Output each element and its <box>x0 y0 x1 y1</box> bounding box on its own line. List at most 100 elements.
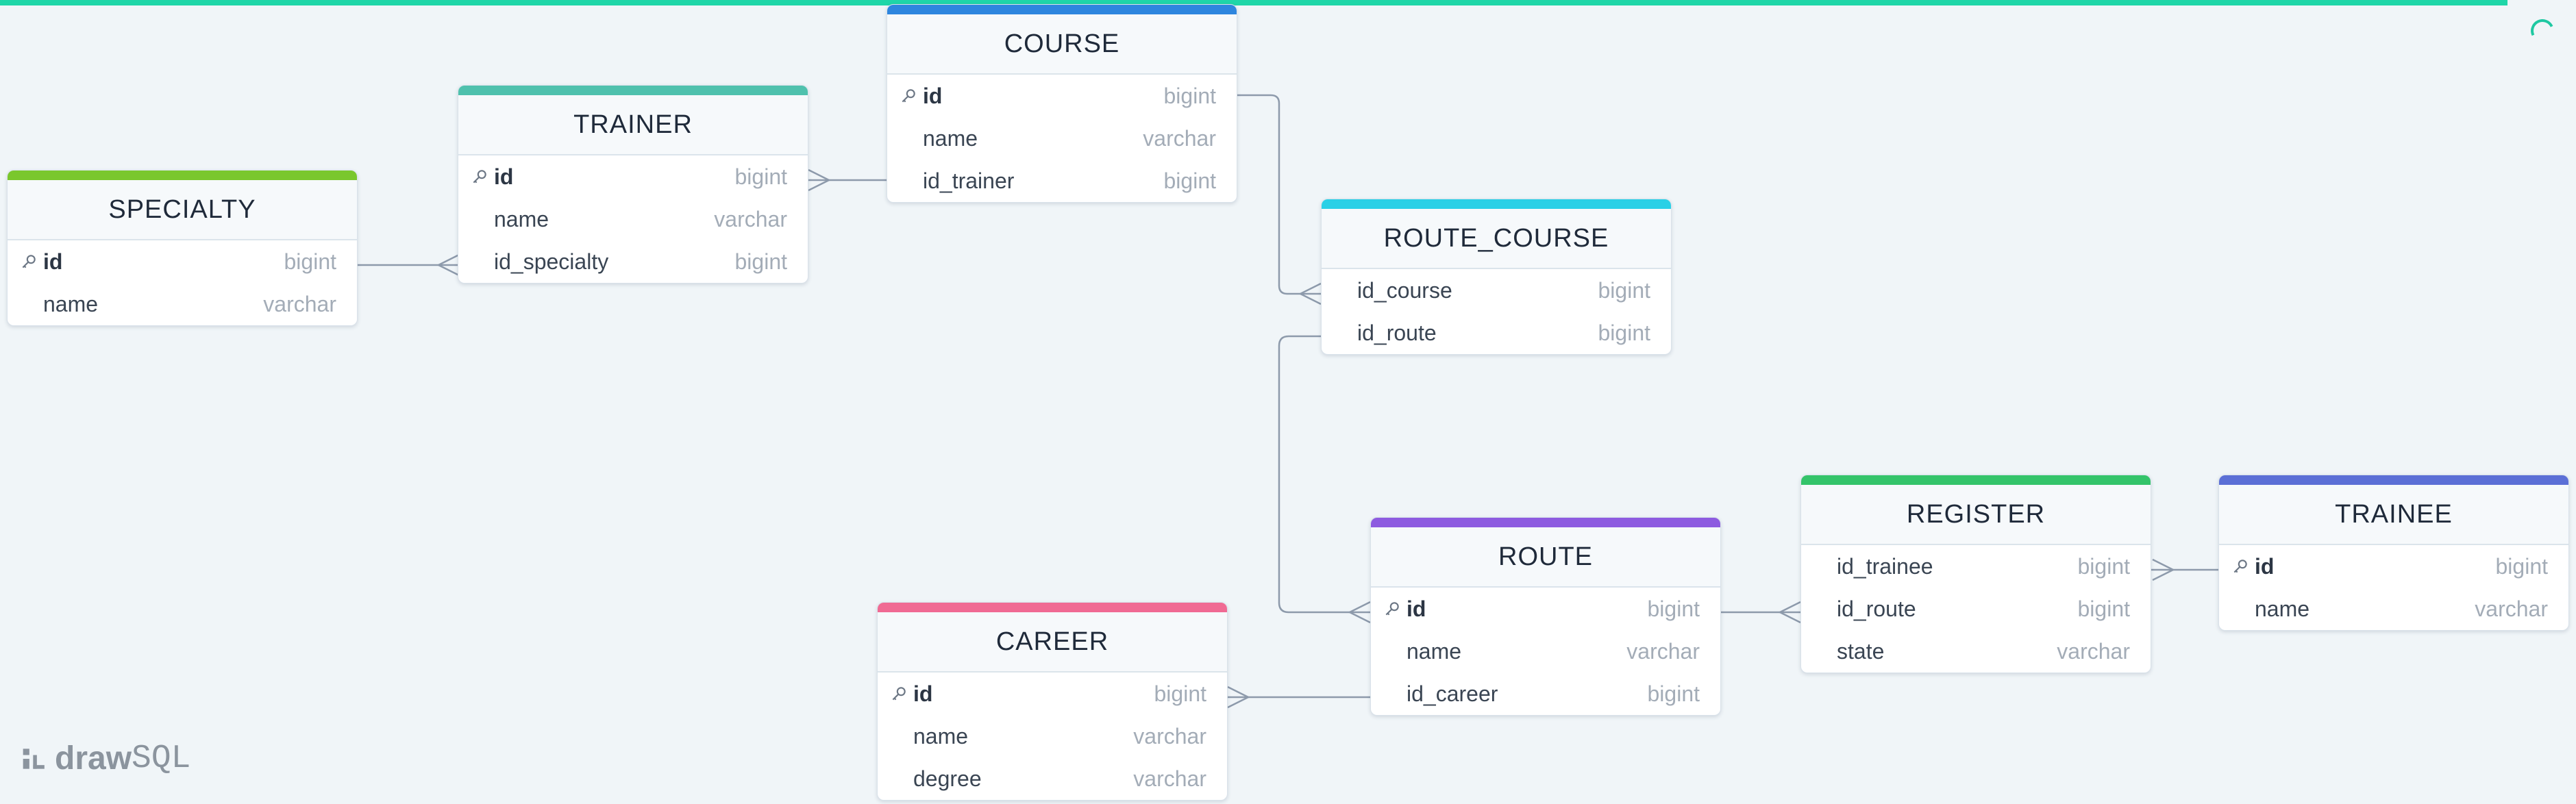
column-type: bigint <box>1647 681 1700 706</box>
column-row[interactable]: id bigint <box>2219 545 2568 588</box>
column-row[interactable]: id bigint <box>1371 588 1720 630</box>
column-row[interactable]: name varchar <box>2219 588 2568 630</box>
column-row[interactable]: name varchar <box>887 117 1237 160</box>
column-type: bigint <box>1598 320 1651 345</box>
column-name: id_career <box>1407 681 1498 706</box>
column-name: id_route <box>1837 596 1916 621</box>
column-name: name <box>923 125 978 151</box>
column-row[interactable]: id_career bigint <box>1371 673 1720 715</box>
column-row[interactable]: id bigint <box>458 155 808 198</box>
column-row[interactable]: id_course bigint <box>1322 269 1671 312</box>
key-icon <box>471 168 494 186</box>
table-title: ROUTE <box>1371 527 1720 588</box>
table-title: REGISTER <box>1801 485 2151 545</box>
relation-course-routecourse <box>1237 94 1321 295</box>
column-type: bigint <box>2495 553 2549 579</box>
column-type: bigint <box>734 249 788 274</box>
column-type: bigint <box>1598 277 1651 303</box>
column-name: id <box>2255 553 2275 579</box>
column-name: degree <box>913 766 982 791</box>
table-trainee[interactable]: TRAINEE id bigint name varchar <box>2218 475 2569 631</box>
table-course[interactable]: COURSE id bigint name varchar id_trainer bi… <box>887 4 1237 203</box>
table-title: SPECIALTY <box>8 180 357 240</box>
column-row[interactable]: id_specialty bigint <box>458 240 808 283</box>
column-type: bigint <box>2077 553 2131 579</box>
crowfoot-icon <box>1298 282 1322 305</box>
column-name: id <box>923 83 943 108</box>
relation-route-routecourse <box>1278 335 1370 614</box>
column-name: id_course <box>1357 277 1452 303</box>
column-row[interactable]: id bigint <box>887 75 1237 117</box>
column-row[interactable]: id bigint <box>878 673 1227 715</box>
column-row[interactable]: id_route bigint <box>1322 312 1671 354</box>
column-type: bigint <box>1163 168 1217 193</box>
table-color-strip <box>1371 518 1720 527</box>
crowfoot-icon <box>2152 558 2175 581</box>
column-type: varchar <box>2057 638 2130 664</box>
column-name: id <box>913 681 933 706</box>
table-color-strip <box>1322 199 1671 209</box>
column-type: bigint <box>1647 596 1700 621</box>
table-title: TRAINER <box>458 95 808 155</box>
column-name: name <box>913 723 969 749</box>
column-name: name <box>494 206 549 231</box>
table-color-strip <box>878 603 1227 612</box>
key-icon <box>900 87 923 105</box>
column-type: varchar <box>714 206 787 231</box>
key-icon <box>2231 557 2255 575</box>
column-name: id <box>494 164 514 189</box>
column-type: bigint <box>1163 83 1217 108</box>
column-row[interactable]: id_trainee bigint <box>1801 545 2151 588</box>
column-name: id_trainer <box>923 168 1015 193</box>
column-name: state <box>1837 638 1885 664</box>
column-type: varchar <box>1626 638 1700 664</box>
table-title: COURSE <box>887 14 1237 75</box>
table-color-strip <box>8 171 357 180</box>
column-row[interactable]: state varchar <box>1801 630 2151 673</box>
column-name: id <box>43 249 63 274</box>
column-name: name <box>2255 596 2310 621</box>
column-row[interactable]: degree varchar <box>878 757 1227 800</box>
column-name: id <box>1407 596 1426 621</box>
table-color-strip <box>1801 475 2151 485</box>
column-name: name <box>43 291 99 316</box>
column-type: bigint <box>734 164 788 189</box>
column-row[interactable]: name varchar <box>458 198 808 240</box>
table-color-strip <box>458 86 808 95</box>
column-type: varchar <box>2475 596 2548 621</box>
table-title: TRAINEE <box>2219 485 2568 545</box>
column-type: varchar <box>1133 723 1206 749</box>
logo-text-light: SQL <box>132 740 191 777</box>
column-name: id_specialty <box>494 249 609 274</box>
column-name: id_route <box>1357 320 1437 345</box>
column-type: bigint <box>1154 681 1207 706</box>
column-row[interactable]: id bigint <box>8 240 357 283</box>
column-row[interactable]: name varchar <box>878 715 1227 757</box>
logo-text-bold: draw <box>55 740 132 777</box>
crowfoot-icon <box>808 168 831 192</box>
key-icon <box>890 685 913 703</box>
column-type: varchar <box>1133 766 1206 791</box>
table-color-strip <box>887 5 1237 14</box>
crowfoot-icon <box>1778 601 1801 624</box>
key-icon <box>20 253 43 271</box>
table-trainer[interactable]: TRAINER id bigint name varchar id_specialt… <box>458 85 808 284</box>
column-type: varchar <box>1143 125 1216 151</box>
column-row[interactable]: id_trainer bigint <box>887 160 1237 202</box>
crowfoot-icon <box>1227 686 1250 709</box>
table-color-strip <box>2219 475 2568 485</box>
column-name: id_trainee <box>1837 553 1933 579</box>
crowfoot-icon <box>1348 601 1371 624</box>
column-type: bigint <box>284 249 337 274</box>
crowfoot-icon <box>436 253 460 277</box>
